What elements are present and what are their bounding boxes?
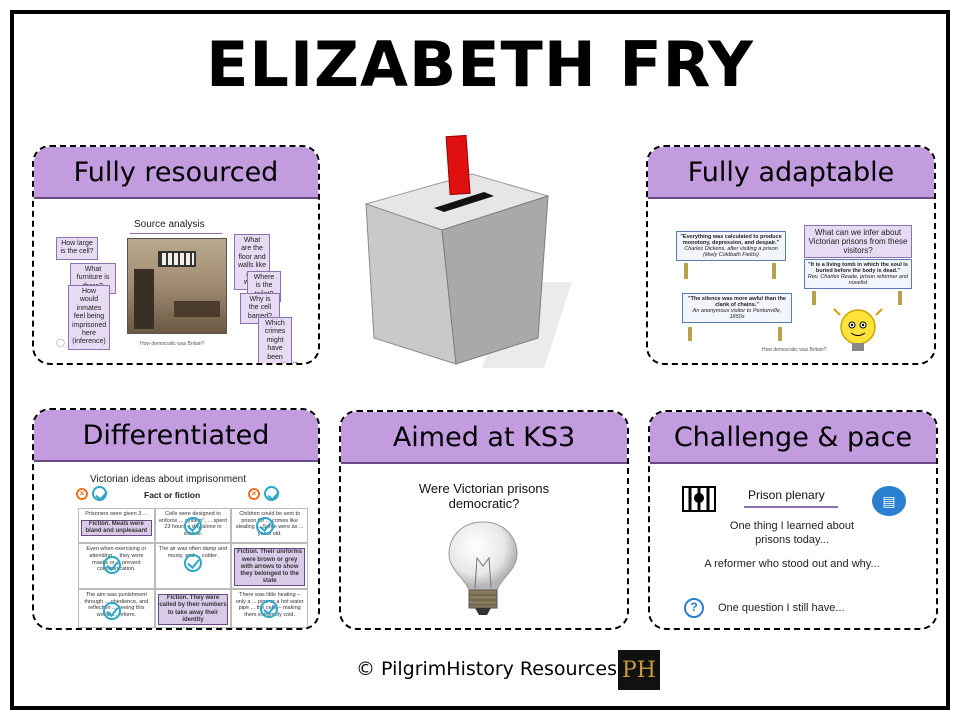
check-icon — [103, 602, 121, 621]
table-cell: Cells were designed to enforce ... syste… — [154, 508, 232, 544]
sign-post — [772, 263, 776, 279]
check-icon — [183, 517, 202, 535]
check-icon — [92, 486, 107, 501]
card-heading: Differentiated — [34, 410, 318, 462]
table-cell: There was little heating – only a ... pi… — [231, 589, 308, 628]
card-fully-resourced: Fully resourced Source analysis How larg… — [32, 145, 320, 365]
card-challenge-and-pace: Challenge & pace Prison plenary ▤ One th… — [648, 410, 938, 630]
question-tag: How would inmates feel being imprisoned … — [68, 285, 110, 350]
slide-footer: How democratic was Britain? — [140, 341, 205, 347]
plenary-line: One question I still have... — [718, 602, 845, 614]
lightbulb-icon — [448, 521, 518, 615]
quote-text: "The silence was more awful than the cla… — [688, 296, 786, 308]
quote-text: "It is a living tomb in which the soul i… — [808, 262, 908, 274]
plenary-line: A reformer who stood out and why... — [704, 558, 880, 570]
lightbulb-character-icon — [833, 308, 883, 351]
fact-fiction-table: Prisoners were given 3 ...Fiction. Meals… — [78, 508, 308, 628]
question-tag: Which crimes might have been committed? — [258, 317, 298, 363]
sign-post — [812, 291, 816, 305]
book-icon: ▤ — [872, 486, 906, 516]
slide-subtitle: Fact or fiction — [144, 490, 201, 500]
barred-window — [158, 251, 196, 267]
check-icon — [103, 556, 121, 575]
cross-icon: × — [248, 488, 260, 500]
table-cell: Even when exercising or attending ... th… — [78, 543, 155, 590]
sign-post — [688, 327, 692, 341]
table-cell: The aim was punishment through ... obedi… — [78, 589, 155, 628]
plenary-title: Prison plenary — [748, 488, 825, 502]
cell-door — [134, 269, 154, 329]
fiction-box: Fiction. They were called by their numbe… — [157, 594, 229, 625]
table-cell: Fiction. They were called by their numbe… — [154, 589, 232, 628]
card-heading: Fully resourced — [34, 147, 318, 199]
fiction-box: Fiction. Meals were bland and unpleasant — [81, 519, 152, 536]
cell-bed — [174, 301, 220, 317]
source-analysis-slide: Source analysis How large is the cell? W… — [34, 201, 318, 363]
lightbulb-icon: ◯ — [56, 338, 65, 347]
question-icon: ? — [684, 598, 704, 618]
card-differentiated: Differentiated Victorian ideas about imp… — [32, 408, 320, 630]
card-fully-adaptable: Fully adaptable What can we infer about … — [646, 145, 936, 365]
card-heading: Challenge & pace — [650, 412, 936, 464]
sign-post — [778, 327, 782, 341]
quote-source: Rev. Charles Reade, prison reformer and … — [807, 274, 909, 286]
question-tag: How large is the cell? — [56, 237, 98, 260]
check-icon — [264, 486, 279, 501]
quote-sign: "It is a living tomb in which the soul i… — [804, 259, 912, 289]
table-cell: Prisoners were given 3 ...Fiction. Meals… — [78, 508, 155, 544]
quote-text: "Everything was calculated to produce mo… — [680, 234, 782, 246]
fiction-box: Fiction. Their uniforms were brown or gr… — [234, 548, 305, 587]
slide-title: Victorian ideas about imprisonment — [90, 474, 247, 485]
copyright-text: © PilgrimHistory Resources. — [356, 658, 624, 680]
prison-plenary-slide: Prison plenary ▤ One thing I learned abo… — [650, 466, 936, 628]
card-heading: Fully adaptable — [648, 147, 934, 199]
sign-post — [898, 291, 902, 305]
plenary-line: One thing I learned about prisons today.… — [729, 520, 855, 546]
table-cell: Children could be sent to prison for ...… — [231, 508, 308, 544]
slide-title: Source analysis — [134, 219, 205, 230]
sign-post — [684, 263, 688, 279]
quote-source: An anonymous visitor to Pentonville, 185… — [692, 308, 782, 320]
ph-logo: PH — [618, 650, 660, 690]
visitors-slide: What can we infer about Victorian prison… — [648, 201, 934, 363]
cross-icon: × — [76, 488, 88, 500]
fact-or-fiction-slide: Victorian ideas about imprisonment Fact … — [34, 464, 318, 628]
quote-source: Charles Dickens, after visiting a prison… — [684, 246, 778, 258]
ballot-box-icon — [364, 134, 572, 368]
ks3-slide: Were Victorian prisons democratic? — [341, 466, 627, 628]
page-title: ELIZABETH FRY — [206, 28, 754, 101]
slide-question: Were Victorian prisons democratic? — [418, 481, 550, 511]
card-heading: Aimed at KS3 — [341, 412, 627, 464]
quote-sign: "Everything was calculated to produce mo… — [676, 231, 786, 261]
slide-footer: How democratic was Britain? — [762, 347, 827, 353]
table-cell: The air was often damp and musty, and ..… — [154, 543, 232, 590]
table-cell: Fiction. Their uniforms were brown or gr… — [231, 543, 308, 590]
prison-cell-photo — [127, 238, 227, 334]
slide-title-underline — [130, 233, 222, 234]
question-box: What can we infer about Victorian prison… — [804, 225, 912, 258]
plenary-underline — [744, 506, 838, 508]
check-icon — [260, 600, 279, 619]
check-icon — [183, 554, 202, 573]
check-icon — [256, 517, 275, 535]
prison-bars-icon — [682, 486, 716, 512]
quote-sign: "The silence was more awful than the cla… — [682, 293, 792, 323]
card-aimed-at-ks3: Aimed at KS3 Were Victorian prisons demo… — [339, 410, 629, 630]
